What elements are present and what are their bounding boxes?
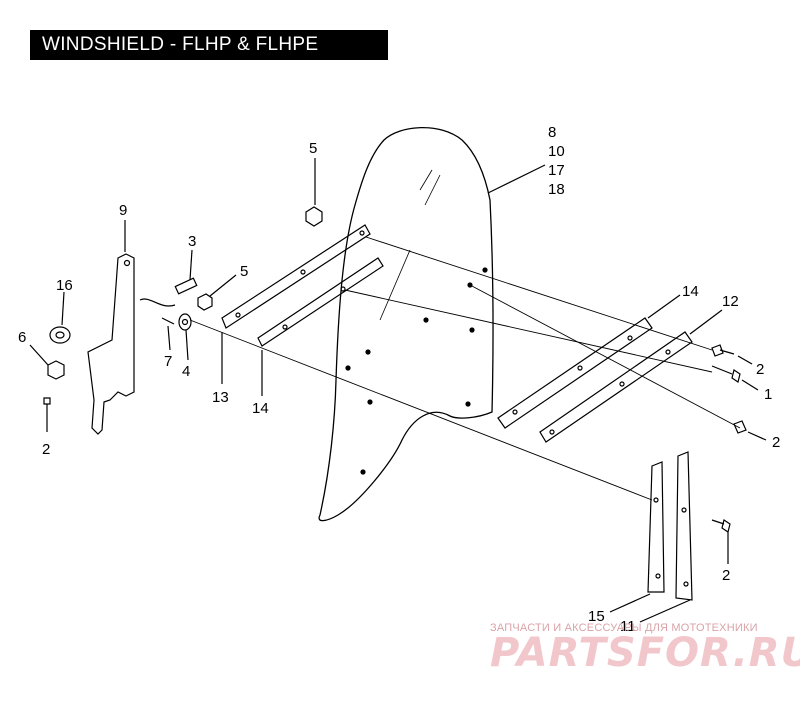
callout-11: 11: [620, 618, 636, 635]
stud-3: [174, 277, 198, 295]
bracket-9-hole: [123, 259, 131, 267]
leader-12: [689, 309, 723, 335]
callout-15: 15: [588, 608, 605, 625]
windshield-hole: [360, 469, 366, 475]
leader-2-rb: [747, 431, 767, 441]
windshield-hole: [469, 327, 475, 333]
grommet-16: [49, 326, 71, 344]
windshield-hole: [345, 365, 351, 371]
watermark-tagline: ЗАПЧАСТИ И АКСЕССУАРЫ ДЛЯ МОТОТЕХНИКИ: [490, 622, 758, 634]
strap-15: [647, 461, 665, 593]
projection-line: [365, 236, 713, 351]
windshield-hole: [423, 317, 429, 323]
callout-18: 18: [548, 181, 565, 198]
leader-14-right: [647, 294, 681, 319]
nut-6: [47, 360, 65, 380]
leader-2-ra: [737, 355, 753, 365]
windshield: [318, 126, 494, 522]
windshield-hole: [367, 399, 373, 405]
watermark-brand: PARTSFOR.RU: [490, 630, 800, 676]
screw-2-right-b: [733, 420, 747, 434]
diagram-title: WINDSHIELD - FLHP & FLHPE: [30, 30, 388, 60]
windshield-glare: [379, 169, 441, 321]
strap-11: [675, 451, 693, 601]
callout-14-right: 14: [682, 283, 699, 300]
callout-5-left: 5: [240, 263, 248, 280]
callout-9: 9: [119, 202, 127, 219]
bolt-1: [711, 365, 741, 383]
callout-7: 7: [164, 353, 172, 370]
callout-17: 17: [548, 162, 565, 179]
callout-8: 8: [548, 124, 556, 141]
callout-2-left: 2: [42, 441, 50, 458]
screw-2-left: [43, 397, 51, 414]
strap-14-left: [257, 257, 384, 347]
bracket-9: [87, 253, 135, 435]
callout-5-top: 5: [309, 140, 317, 157]
callout-2-ra: 2: [756, 361, 764, 378]
callout-10: 10: [548, 143, 565, 160]
leader-5-left: [209, 274, 237, 297]
projection-line: [189, 319, 653, 501]
projection-line: [344, 289, 713, 373]
screw-2-right-a: [711, 344, 735, 357]
callout-6: 6: [18, 329, 26, 346]
screw-2-right-c: [711, 519, 731, 533]
leader-15: [609, 593, 651, 613]
leader-6: [29, 344, 49, 366]
leader-11: [639, 599, 691, 623]
leader-7: [167, 325, 171, 351]
pin-7: [139, 298, 176, 307]
leader-1: [741, 379, 759, 391]
windshield-hole: [365, 349, 371, 355]
windshield-hole: [465, 401, 471, 407]
strap-13: [221, 224, 371, 329]
leader-4: [185, 329, 189, 361]
callout-2-rb: 2: [772, 434, 780, 451]
leader-windshield: [487, 164, 546, 194]
callout-14-left: 14: [252, 400, 269, 417]
callout-4: 4: [182, 363, 190, 380]
washer-4: [178, 313, 192, 331]
leader-3: [189, 249, 193, 281]
callout-2-rc: 2: [722, 567, 730, 584]
strap-14-right: [497, 317, 653, 429]
callout-1: 1: [764, 386, 772, 403]
leader-16: [61, 291, 65, 326]
nut-5-top: [305, 206, 323, 227]
callout-16: 16: [56, 277, 73, 294]
windshield-hole: [482, 267, 488, 273]
callout-12: 12: [722, 293, 739, 310]
callout-13: 13: [212, 389, 229, 406]
projection-line: [469, 284, 741, 429]
strap-12: [539, 331, 693, 443]
callout-3: 3: [188, 233, 196, 250]
nut-5-left: [197, 293, 213, 311]
